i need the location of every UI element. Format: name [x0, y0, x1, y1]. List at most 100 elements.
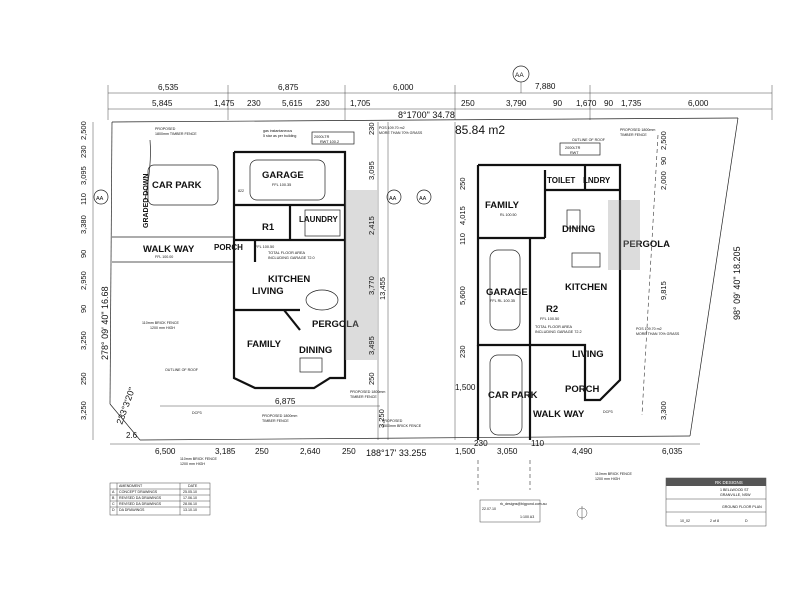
dim-top-4: 7,880: [535, 82, 556, 91]
dim-row2-13: 6,000: [688, 99, 709, 108]
unit1-gas-note-l2: 5 star as per building: [263, 134, 296, 138]
inner-dim-1500: 1,500: [455, 383, 476, 392]
unit2-rain-tank: [559, 142, 601, 156]
unit1-dim-822: 822: [238, 189, 244, 193]
unit2-brick-fence-l1: 110mm BRICK FENCE: [595, 472, 632, 476]
dim-row2-6: 1,705: [350, 99, 371, 108]
dim-row2-7: 250: [461, 99, 475, 108]
title-address-1: 1 BELLWOOD ST: [720, 488, 749, 492]
unit1-kitchen-label: KITCHEN: [268, 274, 310, 285]
dim-top-3: 6,000: [393, 83, 414, 92]
unit2-garage-ffl: FFL RL 100.35: [490, 299, 515, 303]
grid-bubble-mid2-label: AA: [419, 196, 427, 202]
rev-row1-date: 25.05.10: [183, 490, 197, 494]
vdim-right-1: 2,500: [659, 131, 668, 150]
unit1-laundry-label: LAUNDRY: [299, 215, 338, 224]
vdim-left-4: 110: [79, 193, 88, 205]
middle-brick-note-l1: PROPOSED: [382, 419, 403, 423]
unit2-tank-l1: 2000LTR: [565, 146, 581, 150]
pos-area-note-top-l1: POS 109.70 m2: [379, 126, 405, 130]
grid-bubble-left-label: AA: [96, 196, 104, 202]
unit2-kitchen-island: [571, 252, 601, 268]
left-dimensions: 2,500 230 3,095 110 3,380 90 2,950 90 3,…: [79, 121, 109, 440]
unit2-family-label: FAMILY: [485, 200, 520, 211]
dim-bottom-l3: 250: [255, 447, 269, 456]
unit-1: CAR PARK GRADED DOWN WALK WAY FFL 100.00…: [112, 127, 377, 466]
unit2-porch-label: PORCH: [565, 384, 599, 395]
vdim-left-2: 230: [79, 145, 88, 158]
unit1-pergola-label: PERGOLA: [312, 319, 359, 330]
top-dimensions: 6,535 6,875 6,000 7,880 5,845 1,475 230 …: [107, 65, 773, 120]
pos-area-note-top-l2: MORE THAN 70% GRASS: [379, 131, 423, 135]
grid-bubble-mid2: [416, 189, 432, 205]
dim-bottom-l2: 3,185: [215, 447, 236, 456]
unit1-dcp: DCP3: [192, 411, 202, 415]
vdim-left-3: 3,095: [79, 166, 88, 185]
unit1-fence-note-l1: PROPOSED: [155, 127, 176, 131]
vdim-mid-3: 2,415: [367, 216, 376, 235]
dim-row2-3: 230: [247, 99, 261, 108]
unit2-fence-note-l1: PROPOSED 1800mm: [620, 128, 655, 132]
unit1-r1-ffl: FFL 100.50: [255, 245, 274, 249]
unit1-timber-fence-l2: TIMBER FENCE: [262, 419, 289, 423]
rev-row2-date: 17.06.10: [183, 496, 197, 500]
unit2-living-label: LIVING: [572, 349, 604, 360]
rev-row2-id: B: [112, 496, 115, 500]
unit1-outline-roof: OUTLINE OF ROOF: [165, 368, 199, 372]
title-job-no: 10_02: [680, 519, 690, 523]
unit2-kitchen-label: KITCHEN: [565, 282, 607, 293]
vdim-mid-5: 3,495: [367, 336, 376, 355]
unit2-tank-l2: RWT: [570, 151, 579, 155]
unit2-r2-label: R2: [546, 304, 558, 315]
revision-table: AMENDMENT DATE A CONCEPT DRAWINGS 25.05.…: [109, 482, 211, 516]
unit1-fence-note-l2: 1800mm TIMBER FENCE: [155, 132, 197, 136]
vdim-right-5: 3,300: [659, 401, 668, 420]
unit1-walkway-rl: FFL 100.00: [155, 255, 173, 259]
unit1-living-label: LIVING: [252, 286, 284, 297]
rev-header-amendment: AMENDMENT: [119, 484, 143, 488]
title-sheet-no: 2 of 8: [710, 519, 719, 523]
middle-fence-note-l1: PROPOSED 1800mm: [350, 390, 385, 394]
middle-fence-note-l2: TIMBER FENCE: [350, 395, 377, 399]
grid-bubble-top-label: AA: [515, 72, 524, 79]
unit1-walkway-label: WALK WAY: [143, 244, 195, 255]
title-block: 22.07.10 rk_designs@bigpond.com.au 1:100…: [479, 477, 767, 527]
vdim-mid-2: 3,095: [367, 161, 376, 180]
dim-bottom-l1: 6,500: [155, 447, 176, 456]
unit1-kitchen-island: [305, 289, 339, 311]
unit2-laundry-label: LNDRY: [583, 176, 611, 185]
inner-dim-3250: 3,250: [377, 409, 386, 428]
rev-row3-desc: REVISED DA DRAWINGS: [119, 502, 162, 506]
vdim-mid-1: 230: [367, 122, 376, 135]
dim-row2-8: 3,790: [506, 99, 527, 108]
rev-row4-desc: DA DRAWINGS: [119, 508, 145, 512]
dim-row2-10: 1,670: [576, 99, 597, 108]
unit1-gas-note-l1: gas instantaneous: [263, 129, 292, 133]
rev-row1-desc: CONCEPT DRAWINGS: [119, 490, 158, 494]
unit2-dcp: DCP3: [603, 410, 613, 414]
unit-2: FAMILY RL 100.50 TOILET LNDRY DINING PER…: [476, 128, 680, 481]
unit2-pergola-hatch: [608, 200, 640, 270]
unit2-garage-label: GARAGE: [486, 287, 528, 298]
unit1-dining-label: DINING: [299, 345, 332, 356]
title-drawn-date: 22.07.10: [482, 507, 496, 511]
unit1-graded-down-label: GRADED DOWN: [143, 174, 150, 228]
unit1-garage-label: GARAGE: [262, 170, 304, 181]
dim-bottom-l5: 250: [342, 447, 356, 456]
car-icon-unit2-garage: [489, 249, 521, 331]
vdim-u2-left-1: 250: [458, 177, 467, 190]
bearing-left: 278° 09' 40" 16.68: [100, 286, 110, 360]
site-boundary: [109, 117, 739, 441]
vdim-right-3: 2,000: [659, 171, 668, 190]
unit2-dining-table: [566, 209, 581, 229]
vdim-right-2: 90: [659, 157, 668, 165]
unit2-r2-ffl: FFL 100.50: [540, 317, 559, 321]
rev-row1-id: A: [112, 490, 115, 494]
dim-top-2: 6,875: [278, 83, 299, 92]
middle-dimensions: 230 3,095 2,415 3,770 3,495 250 13,455 A…: [350, 122, 456, 440]
dim-bottom-r4: 110: [531, 439, 544, 448]
unit2-brick-fence-l2: 1200 mm HIGH: [595, 477, 620, 481]
grid-bubble-mid: [386, 189, 402, 205]
unit2-pos-note-l1: POS 109.70 m2: [636, 327, 662, 331]
